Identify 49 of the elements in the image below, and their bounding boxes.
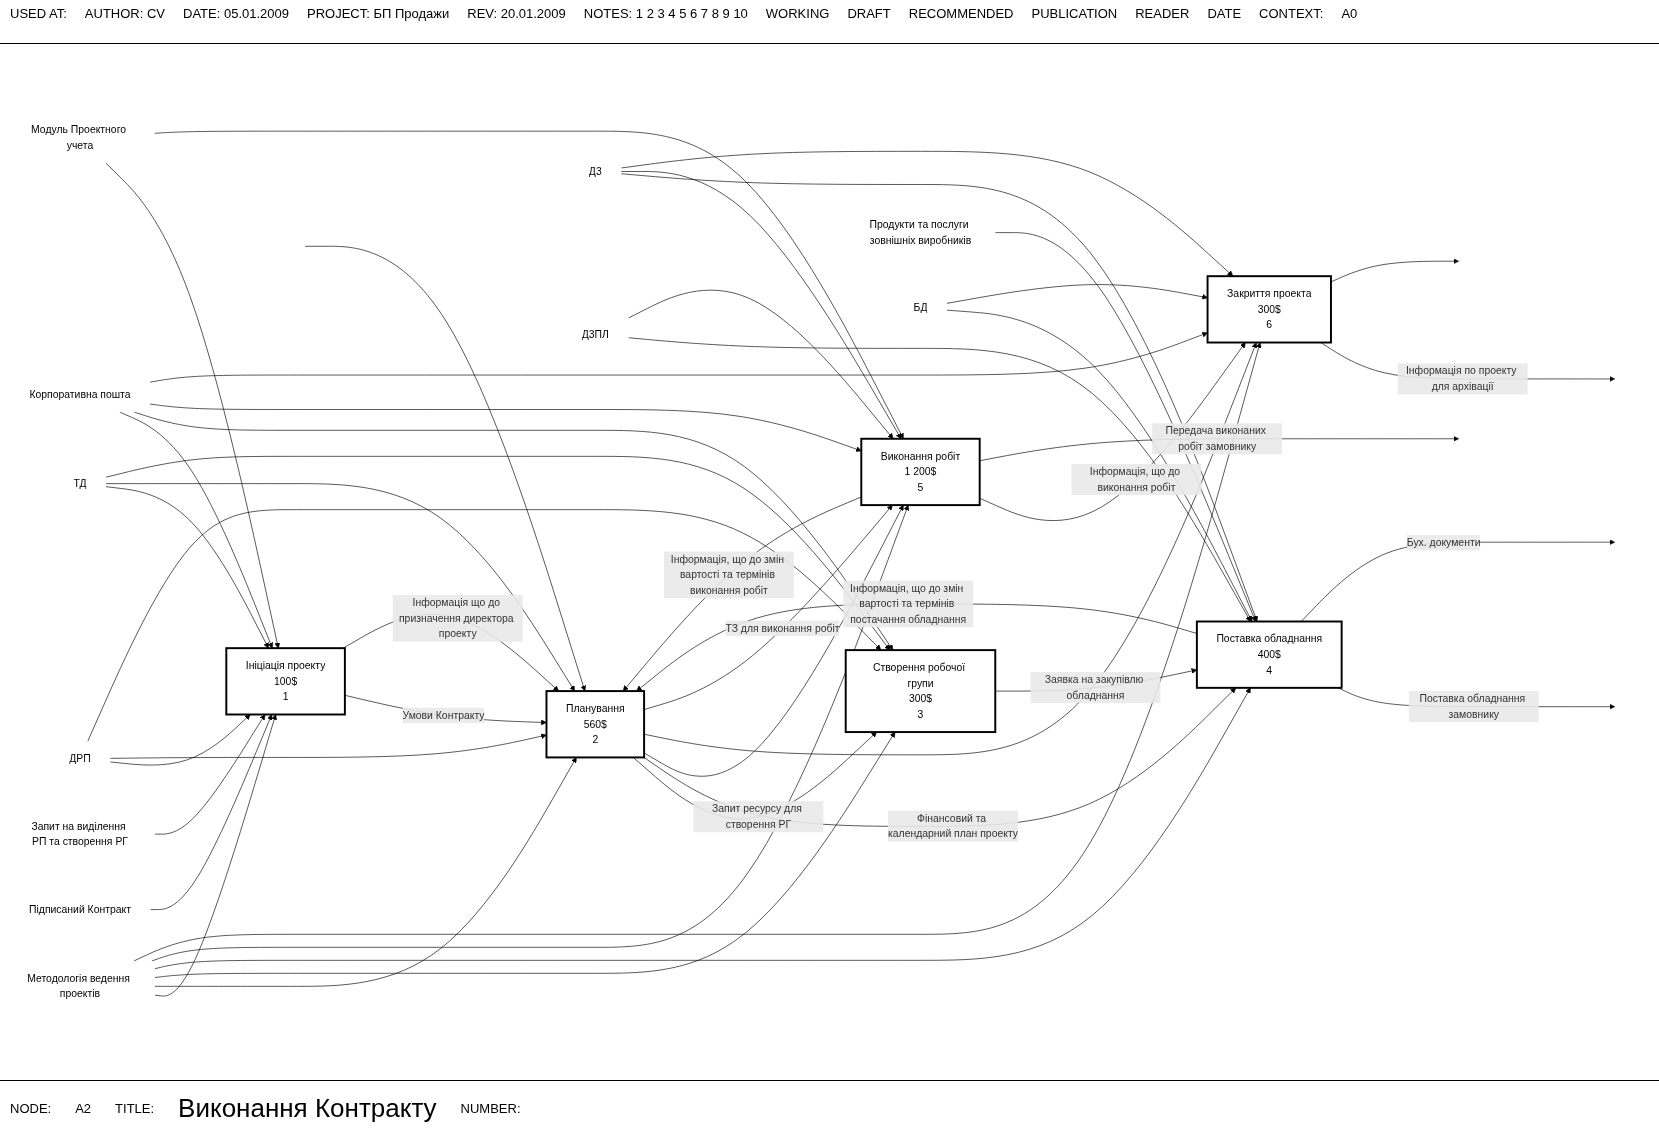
frame-label: WORKING xyxy=(765,6,830,21)
frame-label: A0 xyxy=(1341,6,1358,21)
edge-label: Запит ресурсу для створення РГ xyxy=(711,803,802,830)
node-text: Підписаний Контракт xyxy=(29,903,131,915)
edge-label: Інформація що до призначення директора проекту xyxy=(398,596,514,640)
frame-label: READER xyxy=(1135,6,1190,21)
frame-label: DATE: 05.01.2009 xyxy=(183,6,289,21)
edge-label: ТЗ для виконання робіт xyxy=(725,622,840,634)
node-text: Д3ПЛ xyxy=(581,328,609,340)
frame-label: AUTHOR: CV xyxy=(84,6,165,21)
node-text: БД xyxy=(913,302,928,314)
node-text: Модуль Проектного учета xyxy=(31,124,127,151)
frame-label: REV: 20.01.2009 xyxy=(467,6,566,21)
frame-label: PROJECT: БП Продажи xyxy=(307,6,450,21)
node-box: Поставка обладнання 400$ 4 xyxy=(1195,620,1343,689)
edge-label: Бух. документи xyxy=(1406,536,1481,548)
edge-label: Поставка обладнання замовнику xyxy=(1419,693,1526,720)
edge-label: Передача виконаних робіт замовнику xyxy=(1165,425,1266,452)
edge-label: Умови Контракту xyxy=(402,709,485,721)
node-text: ДРП xyxy=(69,752,91,764)
frame-label: DATE xyxy=(1207,6,1242,21)
frame-label: DRAFT xyxy=(847,6,891,21)
edge-label: Інформація по проекту для архівації xyxy=(1405,365,1517,392)
node-text: Запит на виділення РП та створення РГ xyxy=(31,820,128,848)
node-box: Закриття проекта 300$ 6 xyxy=(1206,275,1332,344)
node-box: Створення робочої групи 300$ 3 xyxy=(844,649,997,734)
frame-label: CONTEXT: xyxy=(1259,6,1324,21)
frame-label: TITLE: xyxy=(115,1101,155,1116)
frame-label: PUBLICATION xyxy=(1031,6,1118,21)
diagram-title: Виконання Контракту xyxy=(178,1093,437,1124)
edge-label: Фінансовий та календарний план проекту xyxy=(888,812,1018,840)
node-box: Ініціація проекту 100$ 1 xyxy=(225,647,346,716)
node-text: ТД xyxy=(73,477,87,489)
edge-label: Інформація, що до виконання робіт xyxy=(1089,465,1181,493)
edge-label: Інформація, що до змін вартості та термінів виконання робіт xyxy=(670,553,785,596)
frame-label: A2 xyxy=(75,1101,92,1116)
node-text: Методологія ведення проектів xyxy=(27,972,130,1000)
frame-label: RECOMMENDED xyxy=(908,6,1014,21)
frame-label: USED AT: xyxy=(10,6,67,21)
frame-label: NUMBER: xyxy=(460,1101,521,1116)
frame-label: NODE: xyxy=(10,1101,52,1116)
node-text: Д3 xyxy=(588,165,602,177)
node-box: Планування 560$ 2 xyxy=(545,690,646,759)
node-text: Продукти та послуги зовнішніх виробників xyxy=(869,218,972,246)
edge-label: Інформація, що до змін вартості та термінів постачання обладнання xyxy=(850,582,967,625)
edge-label: Заявка на закупівлю обладнання xyxy=(1044,674,1144,701)
node-text: Корпоративна пошта xyxy=(29,388,131,400)
node-box: Виконання робіт 1 200$ 5 xyxy=(860,437,981,507)
frame-label: NOTES: 1 2 3 4 5 6 7 8 9 10 xyxy=(583,6,748,21)
